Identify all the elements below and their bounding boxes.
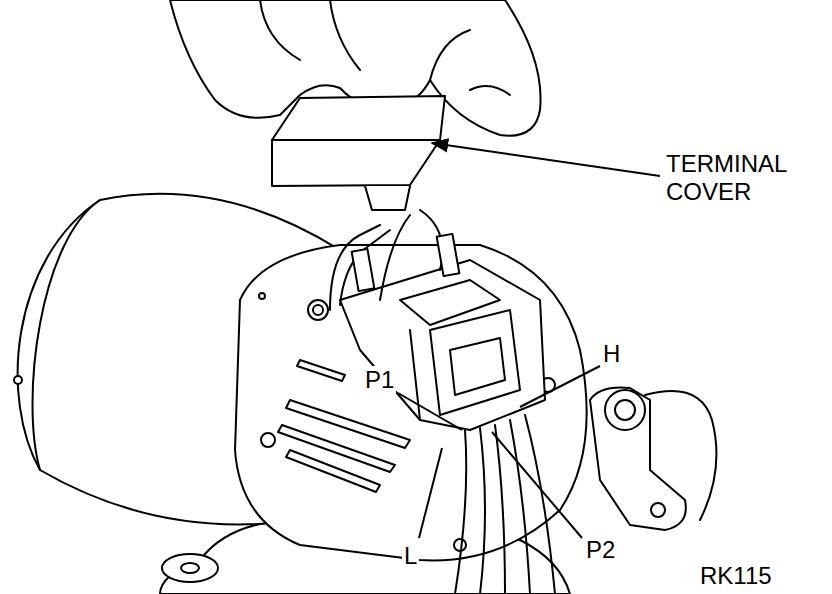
wire xyxy=(380,215,410,300)
terminal-name: P1 xyxy=(363,366,396,394)
connector-pin xyxy=(450,338,505,395)
connector-edge xyxy=(410,330,420,420)
wire-sleeve xyxy=(437,234,460,276)
wire xyxy=(330,225,380,310)
label-slot: TERMINAL COVER xyxy=(664,150,814,206)
thumbnail xyxy=(470,86,510,95)
figure-code: RK115 xyxy=(698,562,774,590)
screw xyxy=(261,433,275,447)
end-plate xyxy=(235,245,587,560)
terminal-cover xyxy=(272,96,445,186)
ground-wire xyxy=(645,391,716,520)
finger-line xyxy=(260,0,300,60)
leader-line xyxy=(432,143,660,176)
wire xyxy=(480,428,485,594)
leader-line xyxy=(520,366,600,407)
cover-tab xyxy=(365,186,410,210)
terminal-name: H xyxy=(601,340,622,368)
wire xyxy=(495,425,505,594)
bracket-hole xyxy=(651,503,665,517)
mount-hole xyxy=(181,563,199,573)
rib xyxy=(297,360,345,381)
part-name: TERMINAL COVER xyxy=(664,150,814,206)
mount-ear xyxy=(162,554,218,582)
rib xyxy=(286,450,380,492)
label-slot: RK115 xyxy=(698,562,774,590)
bracket xyxy=(590,388,686,531)
label-slot: H xyxy=(601,340,622,368)
label-slot: P2 xyxy=(584,536,617,564)
rivet xyxy=(259,293,265,299)
terminal-name: P2 xyxy=(584,536,617,564)
thumb-line xyxy=(430,30,470,80)
screw xyxy=(454,539,466,551)
wire xyxy=(510,420,530,594)
grommet-hole xyxy=(313,305,323,315)
motor-stud xyxy=(14,376,22,384)
leader-line xyxy=(419,448,442,538)
leader-line xyxy=(492,432,582,538)
wire-sleeve xyxy=(352,249,375,291)
wire xyxy=(525,415,555,594)
grommet xyxy=(308,300,328,320)
rib xyxy=(278,425,395,472)
wire xyxy=(455,430,466,594)
leader-line xyxy=(398,393,462,430)
label-slot: L xyxy=(402,542,419,570)
label-slot: P1 xyxy=(363,366,396,394)
finger-line xyxy=(330,0,360,70)
terminal-name: L xyxy=(402,542,419,570)
cover-edge xyxy=(272,139,440,141)
wire xyxy=(340,230,390,305)
bracket-eye xyxy=(605,390,645,430)
bracket-hole xyxy=(615,400,635,420)
connector-face xyxy=(430,310,520,415)
motor-end xyxy=(33,200,101,470)
